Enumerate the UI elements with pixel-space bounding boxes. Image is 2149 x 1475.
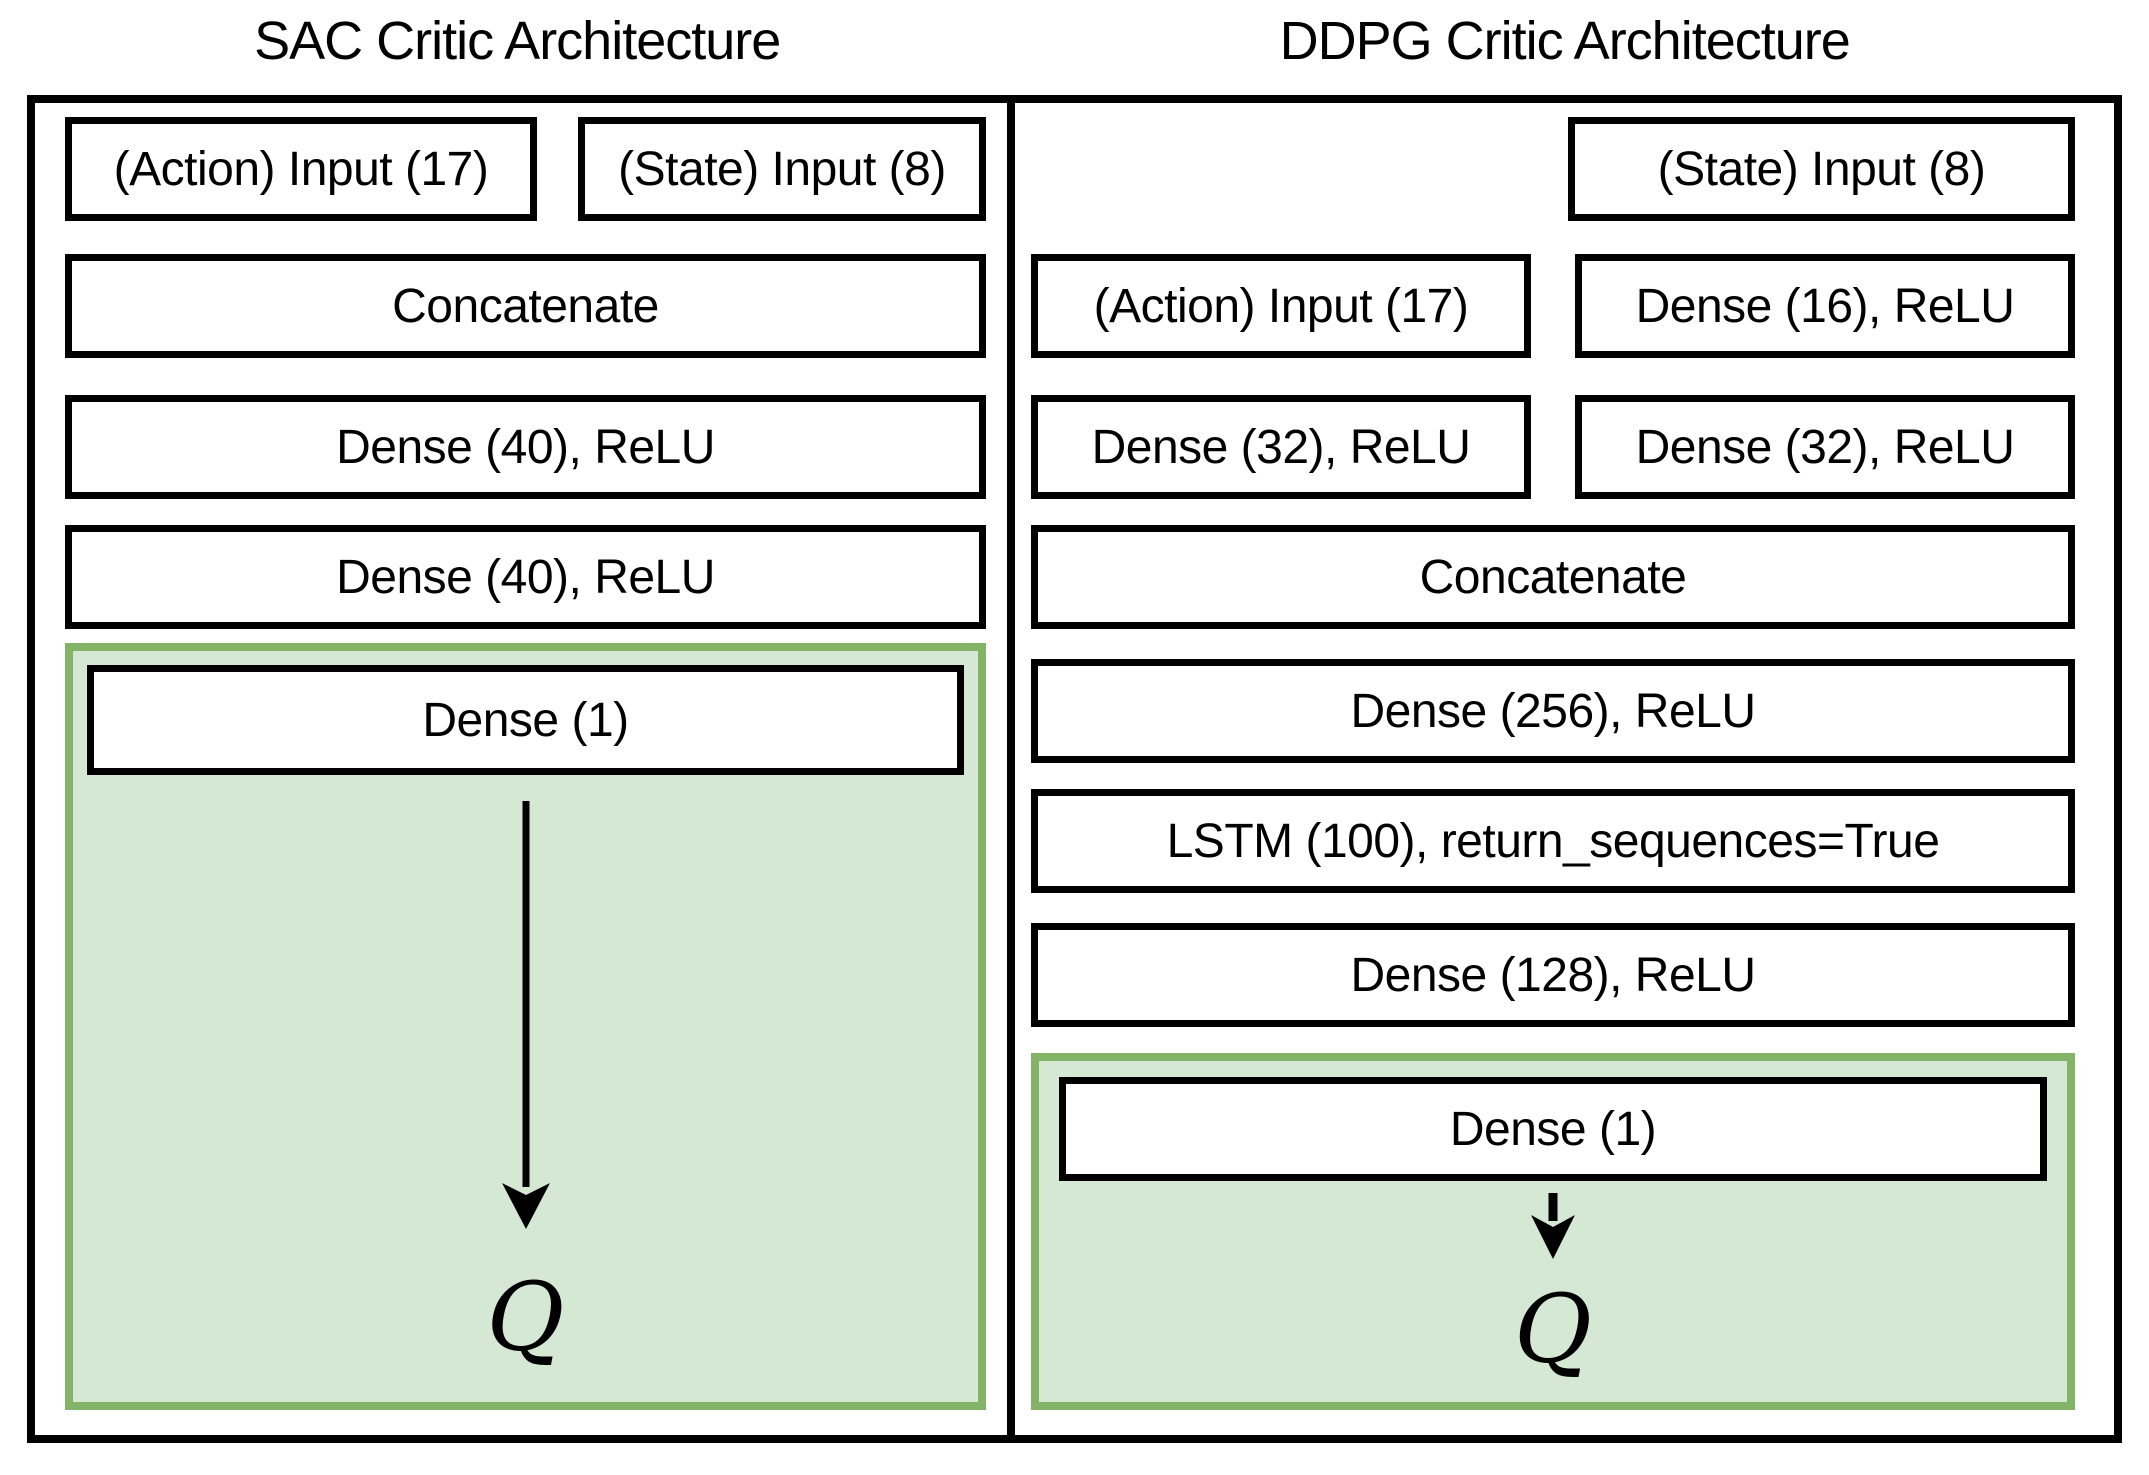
sac-title: SAC Critic Architecture xyxy=(254,11,781,71)
ddpg-lstm-box: LSTM (100), return_sequences=True xyxy=(1031,789,2075,893)
sac-q-output-label: Q xyxy=(486,1263,565,1373)
ddpg-branch-row-2: Dense (32), ReLU Dense (32), ReLU xyxy=(1031,395,2075,499)
architecture-diagram: (Action) Input (17) (State) Input (8) Co… xyxy=(27,95,2122,1443)
ddpg-dense32-box-action: Dense (32), ReLU xyxy=(1031,395,1531,499)
ddpg-panel: (State) Input (8) (Action) Input (17) De… xyxy=(1015,103,2114,1435)
ddpg-output-highlight: Dense (1) Q xyxy=(1031,1053,2075,1410)
ddpg-state-input-row: (State) Input (8) xyxy=(1031,117,2075,221)
sac-input-row: (Action) Input (17) (State) Input (8) xyxy=(65,117,986,221)
ddpg-branch-row-1: (Action) Input (17) Dense (16), ReLU xyxy=(1031,254,2075,358)
sac-output-highlight: Dense (1) Q xyxy=(65,643,986,1410)
ddpg-concatenate-box: Concatenate xyxy=(1031,525,2075,629)
sac-action-input-box: (Action) Input (17) xyxy=(65,117,537,221)
sac-state-input-box: (State) Input (8) xyxy=(578,117,986,221)
sac-dense1-box: Dense (1) xyxy=(87,665,964,775)
arrow-down-icon xyxy=(1531,1193,1575,1259)
arrow-down-icon xyxy=(501,801,550,1229)
sac-concatenate-box: Concatenate xyxy=(65,254,986,358)
ddpg-dense16-box: Dense (16), ReLU xyxy=(1575,254,2075,358)
ddpg-dense128-box: Dense (128), ReLU xyxy=(1031,923,2075,1027)
ddpg-state-input-box: (State) Input (8) xyxy=(1568,117,2075,221)
ddpg-dense256-box: Dense (256), ReLU xyxy=(1031,659,2075,763)
ddpg-q-output-label: Q xyxy=(1514,1275,1592,1385)
empty-spacer xyxy=(1031,117,1524,221)
ddpg-dense32-box-state: Dense (32), ReLU xyxy=(1575,395,2075,499)
sac-dense40-box-1: Dense (40), ReLU xyxy=(65,395,986,499)
ddpg-action-input-box: (Action) Input (17) xyxy=(1031,254,1531,358)
ddpg-title: DDPG Critic Architecture xyxy=(1279,11,1851,71)
ddpg-dense1-box: Dense (1) xyxy=(1059,1077,2047,1181)
sac-dense40-box-2: Dense (40), ReLU xyxy=(65,525,986,629)
figure-titles: SAC Critic Architecture DDPG Critic Arch… xyxy=(27,10,2122,72)
sac-panel: (Action) Input (17) (State) Input (8) Co… xyxy=(35,103,1015,1435)
